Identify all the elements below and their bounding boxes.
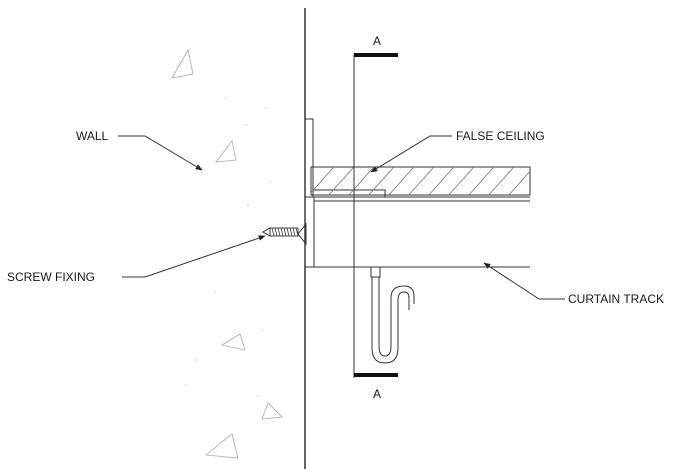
section-mark-top: A bbox=[373, 34, 381, 48]
label-curtain-track: CURTAIN TRACK bbox=[568, 292, 664, 306]
label-false-ceiling: FALSE CEILING bbox=[456, 129, 545, 143]
section-mark-bottom: A bbox=[373, 387, 381, 401]
leader-curtain-track bbox=[483, 262, 565, 300]
leader-false-ceiling bbox=[370, 135, 452, 173]
false-ceiling-board bbox=[310, 166, 531, 196]
section-cut-line bbox=[353, 53, 398, 378]
label-screw-fixing: SCREW FIXING bbox=[7, 270, 95, 284]
track-bracket bbox=[304, 196, 530, 268]
curtain-hook bbox=[370, 266, 415, 364]
label-wall: WALL bbox=[76, 129, 109, 143]
wall-aggregate-marks bbox=[171, 48, 283, 459]
screw-fixing bbox=[261, 222, 307, 246]
leader-wall bbox=[118, 135, 203, 171]
leader-screw-fixing bbox=[122, 235, 266, 278]
